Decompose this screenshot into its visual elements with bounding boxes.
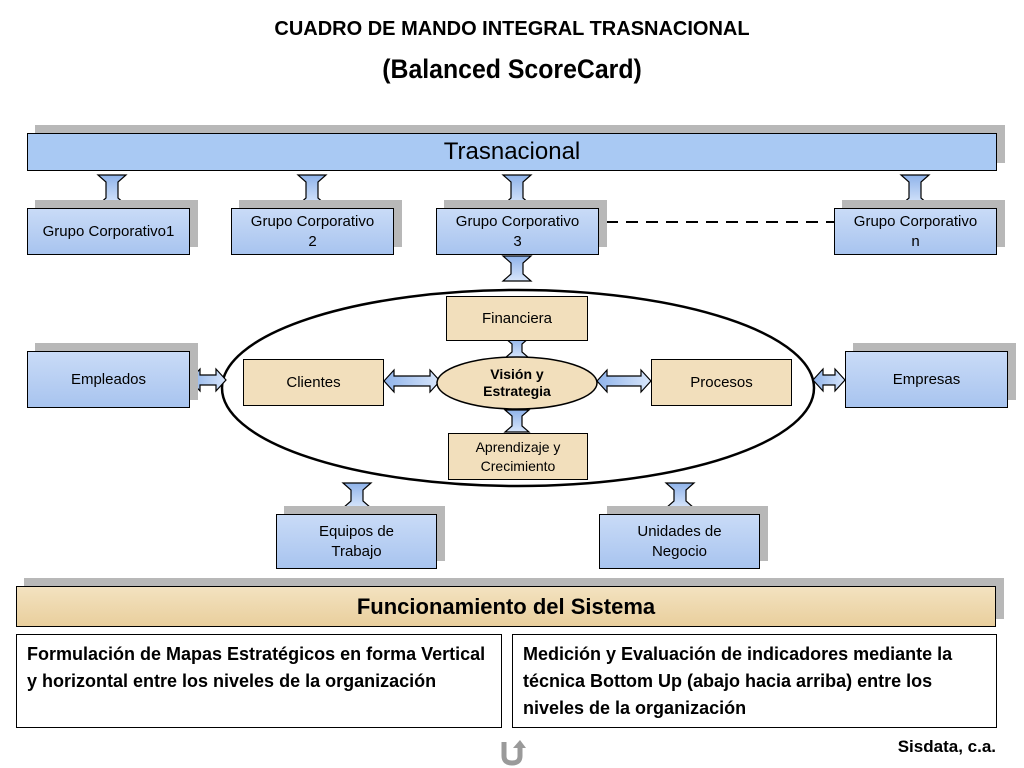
grupo-corporativo-1: Grupo Corporativo1 bbox=[27, 208, 190, 255]
double-arrow-icon bbox=[501, 255, 533, 282]
double-arrow-icon bbox=[189, 367, 227, 393]
double-arrow-icon bbox=[503, 409, 531, 433]
equipos-trabajo-box: Equipos de Trabajo bbox=[276, 514, 437, 569]
double-arrow-icon bbox=[899, 174, 931, 206]
formulacion-note: Formulación de Mapas Estratégicos en for… bbox=[16, 634, 502, 728]
footer-credit: Sisdata, c.a. bbox=[897, 737, 996, 756]
undo-arrow-icon[interactable] bbox=[498, 738, 526, 766]
vision-estrategia-label: Visión y Estrategia bbox=[483, 366, 551, 399]
double-arrow-icon bbox=[96, 174, 128, 206]
double-arrow-icon bbox=[812, 367, 846, 393]
funcionamiento-sistema-bar: Funcionamiento del Sistema bbox=[16, 586, 996, 627]
grupo-corporativo-3: Grupo Corporativo 3 bbox=[436, 208, 599, 255]
empresas-box: Empresas bbox=[845, 351, 1008, 408]
unidades-negocio-box: Unidades de Negocio bbox=[599, 514, 760, 569]
double-arrow-icon bbox=[596, 368, 652, 394]
grupo-corporativo-n: Grupo Corporativo n bbox=[834, 208, 997, 255]
financiera-box: Financiera bbox=[446, 296, 588, 341]
medicion-note: Medición y Evaluación de indicadores med… bbox=[512, 634, 997, 728]
aprendizaje-box: Aprendizaje y Crecimiento bbox=[448, 433, 588, 480]
procesos-box: Procesos bbox=[651, 359, 792, 406]
empleados-box: Empleados bbox=[27, 351, 190, 408]
trasnacional-bar: Trasnacional bbox=[27, 133, 997, 171]
double-arrow-icon bbox=[383, 368, 441, 394]
page-title: CUADRO DE MANDO INTEGRAL TRASNACIONAL bbox=[274, 18, 750, 40]
strategy-ellipse bbox=[220, 288, 816, 488]
vision-node-shape bbox=[436, 356, 598, 410]
double-arrow-icon bbox=[296, 174, 328, 206]
double-arrow-icon bbox=[503, 337, 531, 359]
grupo-corporativo-2: Grupo Corporativo 2 bbox=[231, 208, 394, 255]
double-arrow-icon bbox=[501, 174, 533, 206]
double-arrow-icon bbox=[664, 482, 696, 509]
clientes-box: Clientes bbox=[243, 359, 384, 406]
double-arrow-icon bbox=[341, 482, 373, 509]
page-subtitle: (Balanced ScoreCard) bbox=[382, 54, 642, 84]
